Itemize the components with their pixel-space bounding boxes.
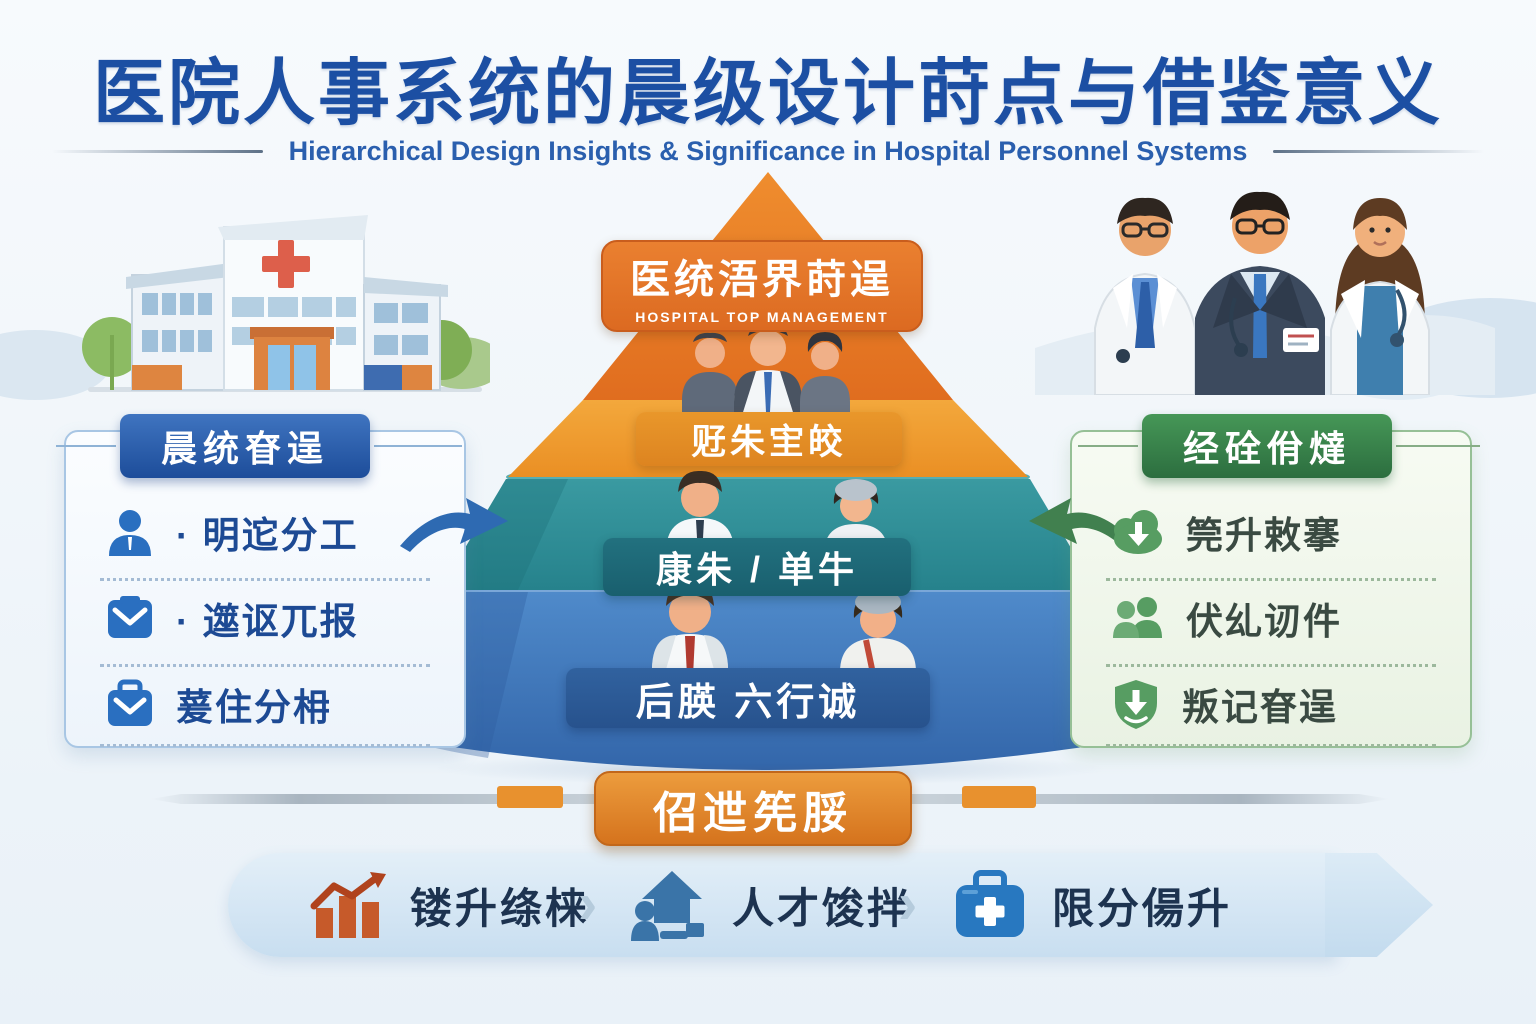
left-panel-title: 晨统眘逞 — [120, 414, 370, 478]
left-item-label: · 遾讴兀报 — [176, 601, 359, 642]
chevron-right-icon: › — [578, 871, 598, 936]
chevron-right-icon: › — [898, 871, 918, 936]
doctor-male-center — [1195, 191, 1325, 395]
bar-chart-icon — [310, 872, 386, 938]
arrow-left-icon — [1029, 498, 1137, 552]
left-panel-item: · 遾讴兀报 — [104, 588, 359, 648]
dotted-separator — [1106, 664, 1436, 667]
right-panel-title: 经硂佾燵 — [1142, 414, 1392, 478]
pyramid-label-top-subtext: HOSPITAL TOP MANAGEMENT — [635, 309, 889, 325]
talent-up-icon — [631, 871, 704, 941]
cloud-download-icon — [1114, 510, 1162, 554]
dotted-separator — [1106, 744, 1436, 747]
right-panel-item: 筦升敕搴 — [1110, 502, 1342, 562]
right-item-label: 筦升敕搴 — [1186, 515, 1342, 556]
right-panel-item: 伏乣讱件 — [1110, 588, 1342, 648]
shield-download-icon — [1115, 680, 1157, 729]
decorative-line — [56, 445, 116, 447]
pyramid-label-top: 医统浯界莳逞 HOSPITAL TOP MANAGEMENT — [601, 240, 923, 332]
dotted-separator — [100, 744, 430, 747]
decorative-line — [1078, 445, 1138, 447]
pyramid-label-level3: 康朱 / 单牛 — [603, 538, 911, 596]
doctor-female-right — [1330, 198, 1430, 395]
process-step: 人才馂拌 — [630, 863, 912, 947]
decorative-line — [52, 149, 263, 153]
left-item-label: · 明迱分工 — [176, 515, 359, 556]
briefcase-icon — [108, 679, 152, 726]
dotted-separator — [1106, 578, 1436, 581]
divider-accent — [497, 786, 563, 808]
hospital-building-illustration — [82, 215, 490, 392]
dotted-separator — [100, 664, 430, 667]
process-step-label: 镂升绦梾 — [410, 884, 591, 932]
subtitle-row: Hierarchical Design Insights & Significa… — [52, 135, 1485, 166]
decorative-line — [1273, 149, 1485, 153]
divider-accent — [962, 786, 1036, 808]
person-icon — [109, 510, 151, 556]
dotted-separator — [100, 578, 430, 581]
right-item-label: 叛记眘逞 — [1182, 687, 1338, 728]
process-step: 镂升绦梾 — [310, 863, 590, 947]
medical-staff-illustration — [1035, 191, 1495, 395]
process-step-label: 限分偒升 — [1052, 884, 1233, 932]
process-step-label: 人才馂拌 — [732, 884, 913, 932]
decorative-line — [374, 445, 462, 447]
decorative-line — [1396, 445, 1480, 447]
red-cross-icon — [262, 240, 310, 288]
left-item-label: 萲住分枏 — [176, 687, 332, 728]
page-title: 医院人事系统的晨级设计莳点与借鉴意义 — [92, 54, 1443, 134]
process-bar-arrow-tip — [1325, 853, 1433, 957]
left-panel-item: 萲住分枏 — [104, 674, 332, 734]
process-step: 限分偒升 — [950, 863, 1232, 947]
first-aid-kit-icon — [956, 870, 1024, 937]
doctor-male-left — [1094, 197, 1196, 395]
pyramid-label-level2: 觃朱宔皎 — [636, 412, 902, 466]
pyramid-label-level4: 后朠 六行诚 — [566, 668, 930, 728]
process-bar — [228, 853, 1338, 957]
inbox-check-icon — [108, 596, 152, 638]
left-panel-item: · 明迱分工 — [104, 502, 359, 562]
right-panel-item: 叛记眘逞 — [1110, 674, 1338, 734]
pyramid-label-top-text: 医统浯界莳逞 — [630, 258, 894, 302]
page-subtitle: Hierarchical Design Insights & Significa… — [288, 135, 1248, 166]
bottom-banner: 佋迣筅脮 — [594, 771, 912, 846]
people-icon — [1113, 597, 1162, 638]
right-item-label: 伏乣讱件 — [1186, 601, 1342, 642]
arrow-right-icon — [400, 498, 508, 552]
